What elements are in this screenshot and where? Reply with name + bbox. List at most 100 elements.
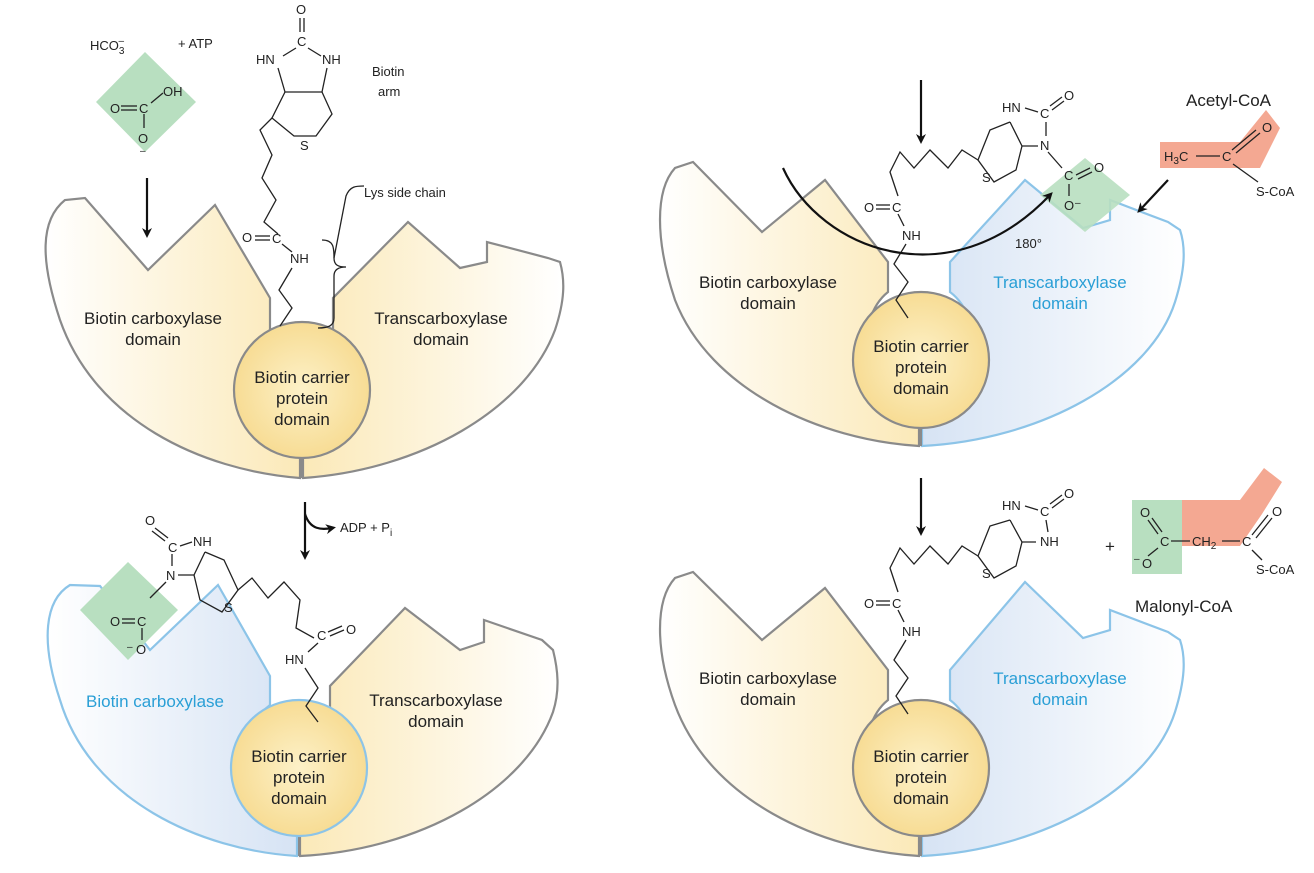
- svg-text:C: C: [168, 540, 177, 555]
- svg-text:O: O: [296, 2, 306, 17]
- carrier-label-p4c: domain: [893, 789, 949, 808]
- biotin-carrier-protein-domain: [232, 320, 372, 460]
- adp-pi-label: ADP + Pi: [340, 520, 392, 539]
- svg-text:O: O: [1262, 120, 1272, 135]
- svg-text:C: C: [137, 614, 146, 629]
- biotin-carboxylase-label: Biotin carboxylase: [86, 692, 224, 711]
- svg-text:HN: HN: [1002, 498, 1021, 513]
- svg-text:O: O: [242, 230, 252, 245]
- svg-text:S: S: [224, 600, 233, 615]
- right-domain-label-3: Transcarboxylase: [993, 273, 1127, 292]
- svg-text:O: O: [1064, 88, 1074, 103]
- left-domain-label-3b: domain: [740, 294, 796, 313]
- biotin-structure-4: O C HN NH S O C NH: [864, 486, 1074, 715]
- svg-text:S: S: [982, 170, 991, 185]
- carrier-label-p2b: protein: [273, 768, 325, 787]
- svg-text:O: O: [110, 614, 120, 629]
- biotin-arm-structure: O C HN NH S O C NH: [242, 2, 365, 329]
- biotin-arm-label: Biotin: [372, 64, 405, 79]
- acetyl-highlight: [1160, 110, 1280, 168]
- svg-text:HN: HN: [285, 652, 304, 667]
- malonyl-carboxyl-highlight: [1132, 500, 1182, 574]
- atp-label: + ATP: [178, 36, 213, 51]
- carboxybiotin-structure: O C NH N S C O HN O C O –: [110, 513, 356, 723]
- svg-text:O: O: [136, 642, 146, 657]
- biotin-carrier-protein-domain-4: [851, 698, 991, 838]
- svg-text:C: C: [139, 101, 148, 116]
- carrier-label: Biotin carrier: [254, 368, 350, 387]
- svg-text:O: O: [1094, 160, 1104, 175]
- carrier-label-2: protein: [276, 389, 328, 408]
- svg-text:C: C: [1242, 534, 1251, 549]
- svg-text:–: –: [1075, 198, 1081, 209]
- svg-text:C: C: [1040, 504, 1049, 519]
- carrier-label-p3: Biotin carrier: [873, 337, 969, 356]
- svg-text:S-CoA: S-CoA: [1256, 184, 1295, 199]
- svg-text:O: O: [1140, 505, 1150, 520]
- svg-text:–: –: [127, 642, 133, 653]
- svg-text:S-CoA: S-CoA: [1256, 562, 1295, 577]
- svg-text:O: O: [145, 513, 155, 528]
- rotation-arrow: [781, 167, 1053, 256]
- acetyl-structure: H3C C O S-CoA: [1164, 120, 1295, 199]
- hco3-label: HCO3–: [90, 36, 125, 57]
- svg-text:C: C: [1160, 534, 1169, 549]
- svg-text:H3C: H3C: [1164, 149, 1188, 167]
- svg-text:NH: NH: [902, 624, 921, 639]
- svg-text:C: C: [1040, 106, 1049, 121]
- carrier-label-p2: Biotin carrier: [251, 747, 347, 766]
- left-domain-label-3: Biotin carboxylase: [699, 273, 837, 292]
- svg-text:–: –: [140, 146, 146, 157]
- svg-text:NH: NH: [290, 251, 309, 266]
- svg-text:NH: NH: [193, 534, 212, 549]
- svg-text:NH: NH: [902, 228, 921, 243]
- svg-text:–: –: [1134, 554, 1140, 565]
- carrier-label-p2c: domain: [271, 789, 327, 808]
- transcarboxylase-label-2b: domain: [408, 712, 464, 731]
- right-domain-label-4: Transcarboxylase: [993, 669, 1127, 688]
- biotin-carrier-protein-domain-2: [229, 698, 369, 838]
- malonyl-structure: O C O – CH2 C O S-CoA: [1134, 504, 1295, 577]
- biotin-arm-label-2: arm: [378, 84, 400, 99]
- left-domain-label: Biotin carboxylase: [84, 309, 222, 328]
- svg-text:NH: NH: [1040, 534, 1059, 549]
- malonyl-acyl-highlight: [1182, 468, 1282, 546]
- carrier-label-p4b: protein: [895, 768, 947, 787]
- bicarbonate-structure: O C OH O –: [110, 84, 183, 157]
- svg-text:C: C: [1222, 149, 1231, 164]
- left-domain-label-4b: domain: [740, 690, 796, 709]
- svg-text:O: O: [864, 596, 874, 611]
- svg-text:O: O: [1064, 198, 1074, 213]
- panel-4: O C HN NH S O C NH + O C O –: [658, 468, 1295, 858]
- right-domain-label-3b: domain: [1032, 294, 1088, 313]
- svg-text:O: O: [346, 622, 356, 637]
- biotin-carrier-protein-domain-3: [851, 290, 991, 430]
- svg-text:HN: HN: [1002, 100, 1021, 115]
- carrier-label-p3c: domain: [893, 379, 949, 398]
- carrier-label-p3b: protein: [895, 358, 947, 377]
- svg-text:C: C: [272, 231, 281, 246]
- right-domain-label-4b: domain: [1032, 690, 1088, 709]
- malonyl-coa-label: Malonyl-CoA: [1135, 597, 1233, 616]
- carboxyl-highlight: [80, 562, 178, 660]
- svg-text:C: C: [892, 596, 901, 611]
- plus-sign: +: [1105, 537, 1115, 556]
- svg-text:N: N: [166, 568, 175, 583]
- svg-text:C: C: [317, 628, 326, 643]
- carboxyl-highlight-3: [1040, 158, 1130, 232]
- lys-side-chain-label: Lys side chain: [364, 185, 446, 200]
- carboxybiotin-structure-3: O C HN N S O C NH: [864, 88, 1074, 319]
- carboxyl-group-3: C O O –: [1047, 151, 1104, 213]
- rotation-label: 180°: [1015, 236, 1042, 251]
- transcarboxylase-label-2: Transcarboxylase: [369, 691, 503, 710]
- svg-text:CH2: CH2: [1192, 534, 1217, 552]
- svg-text:OH: OH: [163, 84, 183, 99]
- svg-text:NH: NH: [322, 52, 341, 67]
- left-domain-label-2: domain: [125, 330, 181, 349]
- svg-text:O: O: [138, 131, 148, 146]
- svg-text:S: S: [982, 566, 991, 581]
- bicarbonate-highlight: [96, 52, 196, 152]
- svg-text:O: O: [1142, 556, 1152, 571]
- panel-1: HCO3– + ATP O C OH O – O C HN NH S: [44, 2, 565, 480]
- carrier-label-p4: Biotin carrier: [873, 747, 969, 766]
